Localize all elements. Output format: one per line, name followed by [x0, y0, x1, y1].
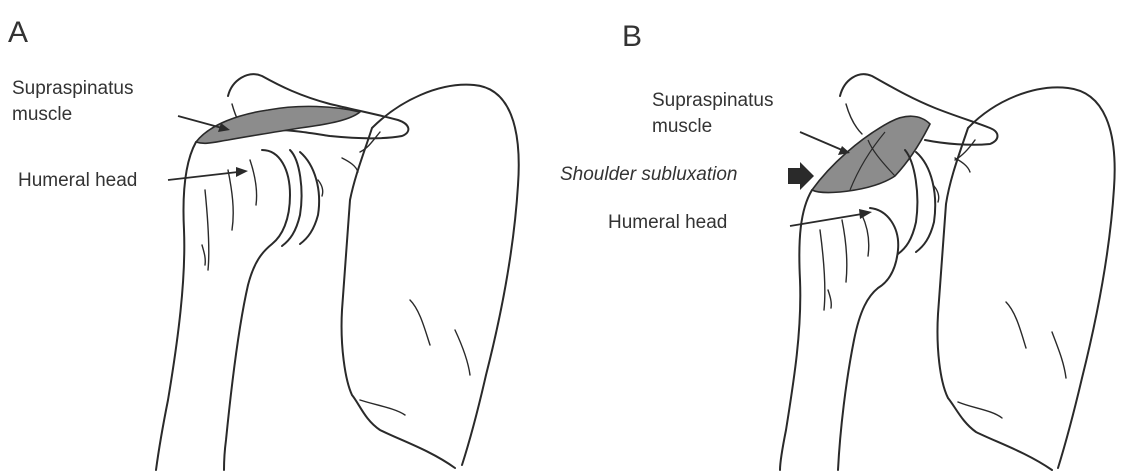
panel-a-humerus-detail: [202, 160, 257, 270]
panel-a-label-humeral-head: Humeral head: [18, 170, 137, 191]
panel-b-label-humeral-head: Humeral head: [608, 212, 727, 233]
panel-a-label-supraspinatus-2: muscle: [12, 104, 72, 125]
panel-a-letter: A: [8, 16, 28, 49]
panel-b-letter: B: [622, 20, 642, 53]
panel-a-arrowhead-humeral-head: [236, 167, 248, 177]
panel-a-arrow-supraspinatus: [178, 116, 222, 128]
panel-b-humerus: [780, 190, 898, 470]
panel-a: A Supraspinatus muscle Humeral head: [8, 16, 519, 470]
panel-b-humerus-detail: [820, 215, 869, 310]
panel-b-arrow-supraspinatus: [800, 132, 842, 150]
panel-a-label-supraspinatus-1: Supraspinatus: [12, 78, 133, 99]
panel-a-scapula-detail: [360, 300, 470, 415]
panel-b-arrow-subluxation: [788, 162, 814, 190]
panel-a-arrow-humeral-head: [168, 172, 238, 180]
panel-b-supraspinatus-muscle: [812, 116, 930, 192]
panel-a-glenoid: [282, 150, 319, 246]
panel-b-arrowhead-humeral-head: [859, 209, 872, 219]
panel-b-scapula-detail: [958, 302, 1066, 418]
panel-b-label-supraspinatus-1: Supraspinatus: [652, 90, 773, 111]
panel-b-label-subluxation: Shoulder subluxation: [560, 164, 737, 185]
panel-b-arrow-humeral-head: [790, 214, 862, 226]
panel-b-label-supraspinatus-2: muscle: [652, 116, 712, 137]
panel-a-scapula: [342, 85, 519, 468]
panel-a-humerus: [156, 142, 290, 470]
panel-b: B Supraspinatus muscle Shoulder subluxat…: [560, 20, 1115, 470]
